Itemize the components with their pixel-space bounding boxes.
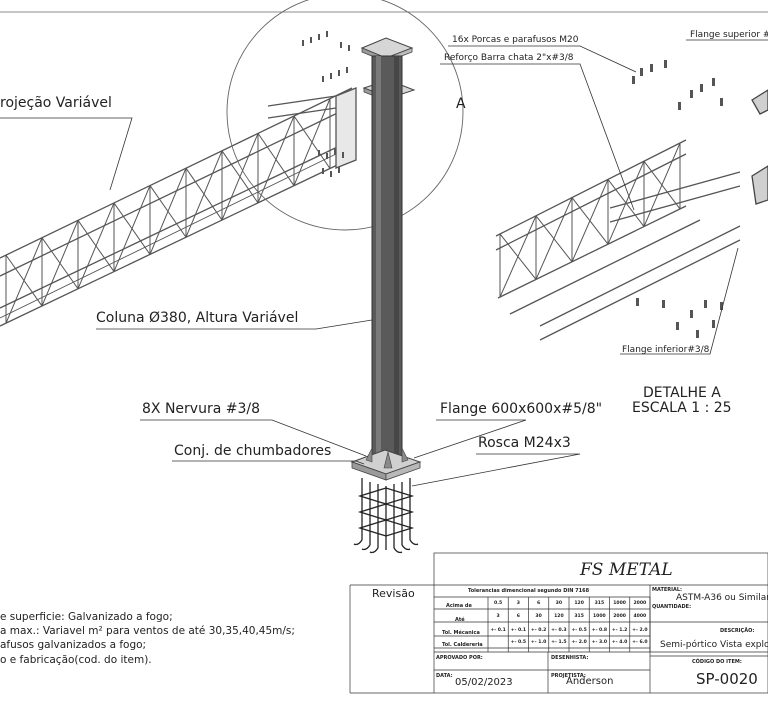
note-line: e superficie: Galvanizado a fogo; — [0, 611, 173, 623]
description-value: Semi-pórtico Vista explo — [660, 640, 768, 650]
row-mech-label: Tol. Mécanica — [442, 630, 480, 636]
projection-label: rojeção Variável — [0, 95, 112, 111]
tolerance-cell: 30 — [555, 601, 563, 606]
tolerance-cell: +- 0.5 — [571, 628, 587, 633]
note-line: a max.: Variavel m² para ventos de até 3… — [0, 625, 295, 638]
tolerance-cell: +- 1.0 — [530, 640, 547, 645]
tolerance-cell: 120 — [574, 601, 584, 606]
detail-truss — [495, 89, 768, 341]
tolerance-cell: 6 — [516, 614, 520, 619]
tolerance-cell: 120 — [554, 614, 564, 619]
tolerance-cell: +- 0.1 — [490, 628, 506, 633]
column — [350, 37, 422, 481]
tolerance-cell: 315 — [594, 601, 605, 606]
truss-arm — [0, 87, 357, 327]
code-value: SP-0020 — [696, 670, 758, 688]
tolerance-cell: 0.5 — [494, 601, 503, 606]
detail-bolts — [632, 60, 723, 338]
tolerance-cell: +- 2.0 — [571, 640, 587, 645]
flange-bottom-label: Flange inferior#3/8 — [622, 345, 710, 355]
detail-title: DETALHE A — [643, 385, 721, 401]
drawn-label: DESENHISTA: — [551, 655, 589, 661]
tolerance-cell: 3 — [516, 601, 520, 606]
nuts-bolts-label: 16x Porcas e parafusos M20 — [452, 35, 579, 45]
leader-lines — [0, 39, 768, 487]
note-line: o e fabricação(cod. do item). — [0, 653, 152, 666]
tolerance-cell: +- 2.0 — [632, 628, 648, 633]
material-value: ASTM-A36 ou Similar — [676, 593, 768, 603]
tolerance-cell: 315 — [574, 614, 584, 619]
title-block-lines — [349, 552, 768, 694]
row-boiler-label: Tol. Caldereria — [442, 642, 483, 648]
tolerance-cell: 6 — [537, 601, 541, 606]
column-label: Coluna Ø380, Altura Variável — [96, 310, 299, 326]
row-above-label: Acima de — [446, 603, 472, 609]
tolerance-cell: 1000 — [613, 601, 627, 606]
tolerance-cell: 1000 — [592, 614, 606, 619]
bolt-group-upper — [302, 31, 350, 177]
tolerance-title: Tolerancias dimencional segundo DIN 7168 — [468, 588, 590, 594]
tolerance-cell: +- 0.3 — [551, 628, 567, 633]
ribs-label: 8X Nervura #3/8 — [142, 401, 260, 417]
date-value: 05/02/2023 — [455, 677, 513, 688]
detail-circle — [226, 0, 464, 231]
code-label: CÓDIGO DO ITEM: — [692, 659, 742, 665]
reinforcement-label: Reforço Barra chata 2"x#3/8 — [444, 53, 574, 63]
anchors-label: Conj. de chumbadores — [174, 443, 332, 459]
approved-label: APROVADO POR: — [436, 655, 483, 661]
flange-base-label: Flange 600x600x#5/8" — [440, 401, 603, 417]
project-value: Anderson — [566, 676, 614, 687]
quantity-label: QUANTIDADE: — [652, 604, 692, 610]
detail-marker-label: A — [456, 96, 466, 112]
material-label: MATERIAL: — [652, 587, 683, 593]
thread-label: Rosca M24x3 — [478, 435, 571, 451]
note-line: afusos galvanizados a fogo; — [0, 639, 147, 652]
tolerance-cell: 2000 — [613, 614, 627, 619]
tolerance-cell: 2000 — [633, 601, 647, 606]
tolerance-cell: 3 — [496, 614, 500, 619]
description-label: DESCRIÇÃO: — [720, 628, 755, 634]
tolerance-cell: +- 1.5 — [551, 640, 567, 645]
anchor-cage — [353, 478, 419, 554]
notes-block: e superficie: Galvanizado a fogo; a max.… — [0, 610, 295, 667]
tolerance-cell: +- 0.1 — [510, 628, 527, 633]
tolerance-cell: 30 — [535, 614, 542, 619]
tolerance-cell: +- 1.2 — [611, 628, 628, 633]
tolerance-cell: 4000 — [633, 614, 647, 619]
tolerance-cell: +- 3.0 — [591, 640, 608, 645]
tolerance-cell: +- 0.2 — [530, 628, 547, 633]
project-label: PROJETISTA: — [551, 673, 586, 679]
revision-label: Revisão — [372, 587, 415, 600]
tolerance-cell: +- 4.0 — [611, 640, 628, 645]
date-label: DATA: — [436, 673, 453, 679]
tolerance-cell: +- 6.0 — [632, 640, 648, 645]
row-until-label: Até — [455, 617, 465, 623]
detail-scale: ESCALA 1 : 25 — [632, 400, 732, 416]
tolerance-cell: +- 0.8 — [591, 628, 608, 633]
company-name: FS METAL — [580, 560, 673, 580]
tolerance-cell: +- 0.5 — [510, 640, 527, 645]
flange-top-label: Flange superior # — [690, 30, 768, 40]
